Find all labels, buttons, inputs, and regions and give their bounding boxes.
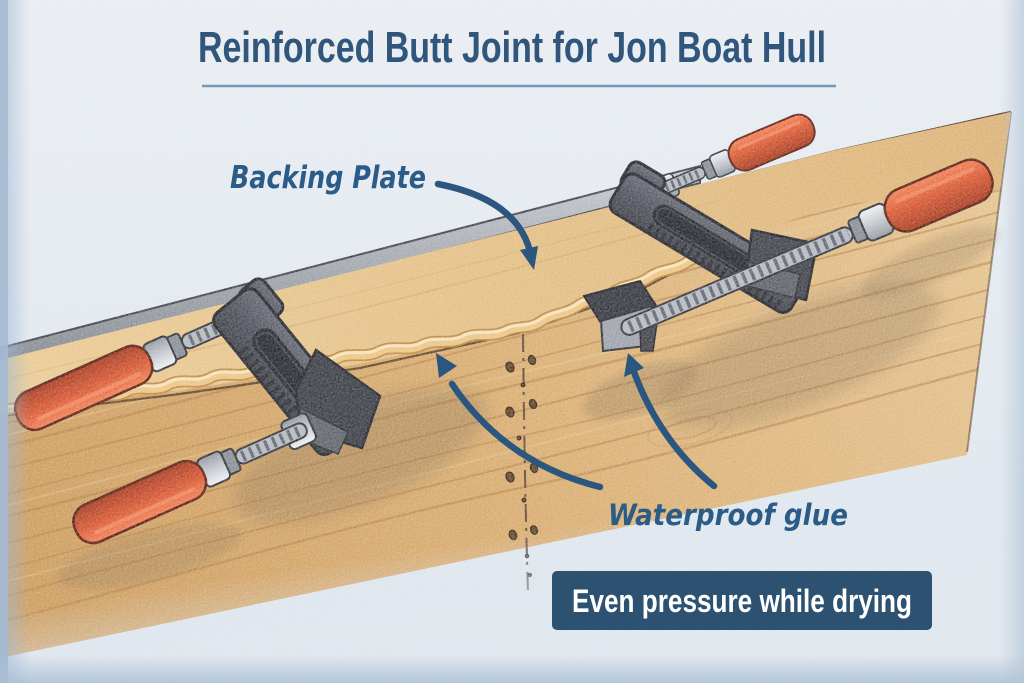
bottom-edge-band	[0, 655, 1024, 683]
waterproof-glue-arrow-left	[436, 353, 604, 491]
left-edge-band	[0, 0, 8, 683]
pressure-badge: Even pressure while drying	[552, 571, 932, 630]
waterproof-glue-arrow-right	[624, 353, 718, 490]
pressure-badge-text: Even pressure while drying	[572, 583, 912, 619]
right-edge-band	[1000, 0, 1024, 683]
backing-plate-arrow	[434, 180, 538, 270]
label-backing-plate: Backing Plate	[230, 160, 426, 196]
label-waterproof-glue: Waterproof glue	[608, 498, 848, 532]
page-title: Reinforced Butt Joint for Jon Boat Hull	[198, 23, 826, 72]
